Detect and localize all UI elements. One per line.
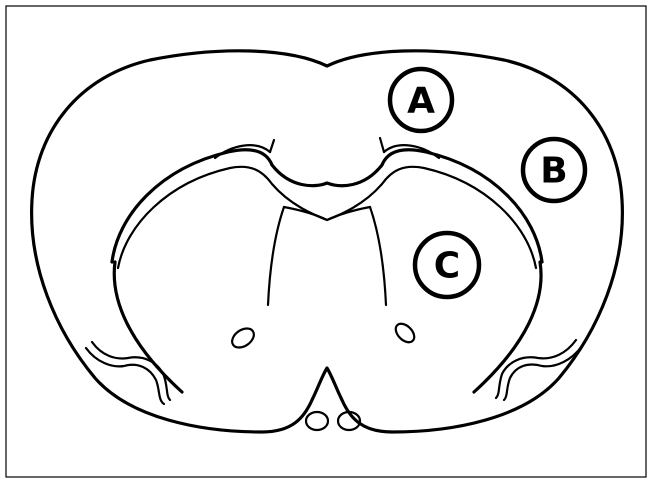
corpus-callosum [112, 150, 542, 262]
right-commissure-oval [392, 320, 417, 345]
septum-right [370, 207, 386, 305]
label-c-text: C [434, 246, 460, 287]
label-a-marker: A [390, 69, 452, 131]
label-a-text: A [407, 81, 435, 122]
callosum-notch-right [380, 138, 384, 152]
left-commissure-oval [229, 325, 258, 352]
label-b-text: B [540, 151, 567, 192]
brain-outer-outline [32, 51, 623, 432]
callosum-notch-left [270, 140, 274, 152]
label-c-marker: C [415, 233, 479, 297]
septum-left [268, 207, 284, 305]
left-ventricle-curve [114, 262, 182, 392]
label-b-marker: B [523, 139, 585, 201]
left-optic-circle [306, 412, 328, 430]
septum-top [284, 207, 370, 220]
right-ventricle-curve [474, 262, 541, 392]
left-rhinal-squiggle-outer [86, 348, 164, 404]
